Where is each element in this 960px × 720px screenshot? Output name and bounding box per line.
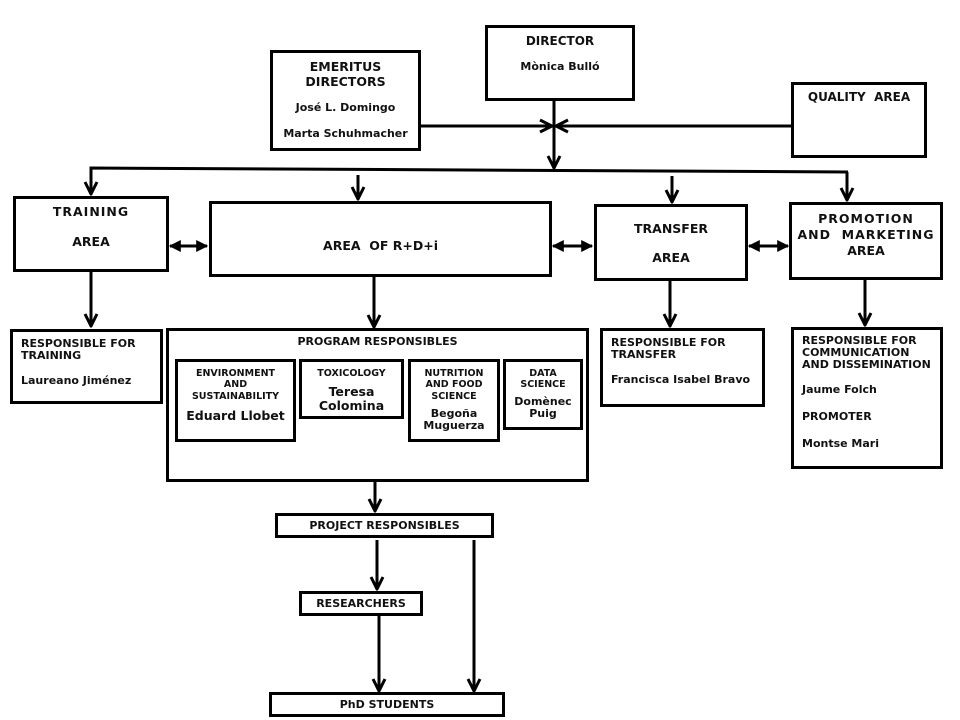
program-data-science-title-line1: DATA bbox=[529, 368, 557, 379]
project-responsibles-label: PROJECT RESPONSIBLES bbox=[309, 519, 460, 532]
training-area-line1: TRAINING bbox=[52, 204, 130, 219]
promotion-area-line1: PROMOTION bbox=[818, 211, 914, 226]
program-responsibles-title: PROGRAM RESPONSIBLES bbox=[297, 335, 458, 348]
quality-area-title: QUALITY AREA bbox=[807, 90, 911, 104]
responsible-training-title-line2: TRAINING bbox=[21, 349, 82, 363]
researchers-label: RESEARCHERS bbox=[316, 597, 406, 610]
responsible-communication-title-line3: AND DISSEMINATION bbox=[802, 358, 931, 372]
director-title: DIRECTOR bbox=[525, 34, 595, 48]
emeritus-directors-box[interactable]: EMERITUS DIRECTORS José L. Domingo Marta… bbox=[270, 50, 421, 151]
top-distribution-bus bbox=[89, 166, 849, 194]
responsible-communication-title-line1: RESPONSIBLE FOR bbox=[802, 334, 917, 347]
responsible-communication-box[interactable]: RESPONSIBLE FOR COMMUNICATION AND DISSEM… bbox=[791, 327, 943, 469]
phd-students-box[interactable]: PhD STUDENTS bbox=[269, 692, 505, 717]
program-data-science-name-line1: Domènec bbox=[514, 394, 572, 408]
promotion-area-line3: AREA bbox=[847, 243, 885, 258]
program-environment-box[interactable]: ENVIRONMENT AND SUSTAINABILITY Eduard Ll… bbox=[175, 359, 296, 442]
responsible-communication-title-line2: COMMUNICATION bbox=[802, 346, 910, 360]
program-nutrition-name-line1: Begoña bbox=[430, 407, 478, 421]
training-area-box[interactable]: TRAINING AREA bbox=[13, 196, 169, 272]
program-environment-title-line2: AND bbox=[223, 379, 248, 391]
promotion-marketing-area-box[interactable]: PROMOTION AND MARKETING AREA bbox=[789, 202, 943, 280]
program-toxicology-box[interactable]: TOXICOLOGY Teresa Colomina bbox=[299, 359, 404, 419]
program-data-science-title-line2: SCIENCE bbox=[520, 379, 566, 391]
quality-area-box[interactable]: QUALITY AREA bbox=[791, 82, 927, 158]
researchers-box[interactable]: RESEARCHERS bbox=[299, 591, 423, 616]
project-responsibles-box[interactable]: PROJECT RESPONSIBLES bbox=[275, 513, 494, 538]
responsible-transfer-title-line2: TRANSFER bbox=[611, 348, 677, 362]
responsible-training-box[interactable]: RESPONSIBLE FOR TRAINING Laureano Jiméne… bbox=[10, 329, 163, 404]
responsible-transfer-title-line1: RESPONSIBLE FOR bbox=[611, 336, 726, 349]
program-nutrition-title-line2: AND FOOD bbox=[425, 379, 483, 391]
responsible-transfer-name: Francisca Isabel Bravo bbox=[611, 373, 751, 387]
transfer-area-line2: AREA bbox=[652, 250, 690, 265]
program-environment-title-line3: SUSTAINABILITY bbox=[191, 390, 280, 402]
program-toxicology-name-line2: Colomina bbox=[318, 397, 385, 413]
program-nutrition-title-line3: SCIENCE bbox=[431, 390, 477, 402]
emeritus-title-line1: EMERITUS bbox=[309, 59, 382, 74]
program-nutrition-name-line2: Muguerza bbox=[423, 419, 485, 433]
emeritus-name-2: Marta Schuhmacher bbox=[283, 127, 408, 140]
program-environment-name: Eduard Llobet bbox=[186, 408, 285, 424]
transfer-area-line1: TRANSFER bbox=[634, 221, 708, 236]
rdi-area-box[interactable]: AREA OF R+D+i bbox=[209, 201, 552, 277]
director-name: Mònica Bulló bbox=[520, 60, 600, 73]
training-area-line2: AREA bbox=[72, 234, 110, 249]
promoter-name: Montse Mari bbox=[802, 436, 879, 450]
promoter-label: PROMOTER bbox=[802, 410, 872, 424]
responsible-training-name: Laureano Jiménez bbox=[21, 374, 132, 388]
program-data-science-box[interactable]: DATA SCIENCE Domènec Puig bbox=[503, 359, 583, 430]
program-toxicology-title: TOXICOLOGY bbox=[317, 368, 386, 379]
transfer-area-box[interactable]: TRANSFER AREA bbox=[594, 204, 748, 281]
program-toxicology-name-line1: Teresa bbox=[328, 384, 375, 400]
emeritus-title-line2: DIRECTORS bbox=[305, 74, 386, 89]
program-nutrition-box[interactable]: NUTRITION AND FOOD SCIENCE Begoña Muguer… bbox=[408, 359, 500, 442]
responsible-transfer-box[interactable]: RESPONSIBLE FOR TRANSFER Francisca Isabe… bbox=[600, 328, 765, 407]
responsible-communication-name: Jaume Folch bbox=[802, 383, 877, 397]
program-environment-title-line1: ENVIRONMENT bbox=[195, 368, 276, 379]
program-data-science-name-line2: Puig bbox=[529, 406, 557, 420]
director-box[interactable]: DIRECTOR Mònica Bulló bbox=[485, 25, 635, 101]
responsible-training-title-line1: RESPONSIBLE FOR bbox=[21, 337, 136, 350]
phd-students-label: PhD STUDENTS bbox=[339, 698, 435, 711]
program-nutrition-title-line1: NUTRITION bbox=[424, 368, 484, 379]
promotion-area-line2: AND MARKETING bbox=[797, 227, 935, 242]
rdi-area-label: AREA OF R+D+i bbox=[323, 238, 438, 253]
emeritus-name-1: José L. Domingo bbox=[295, 101, 396, 114]
